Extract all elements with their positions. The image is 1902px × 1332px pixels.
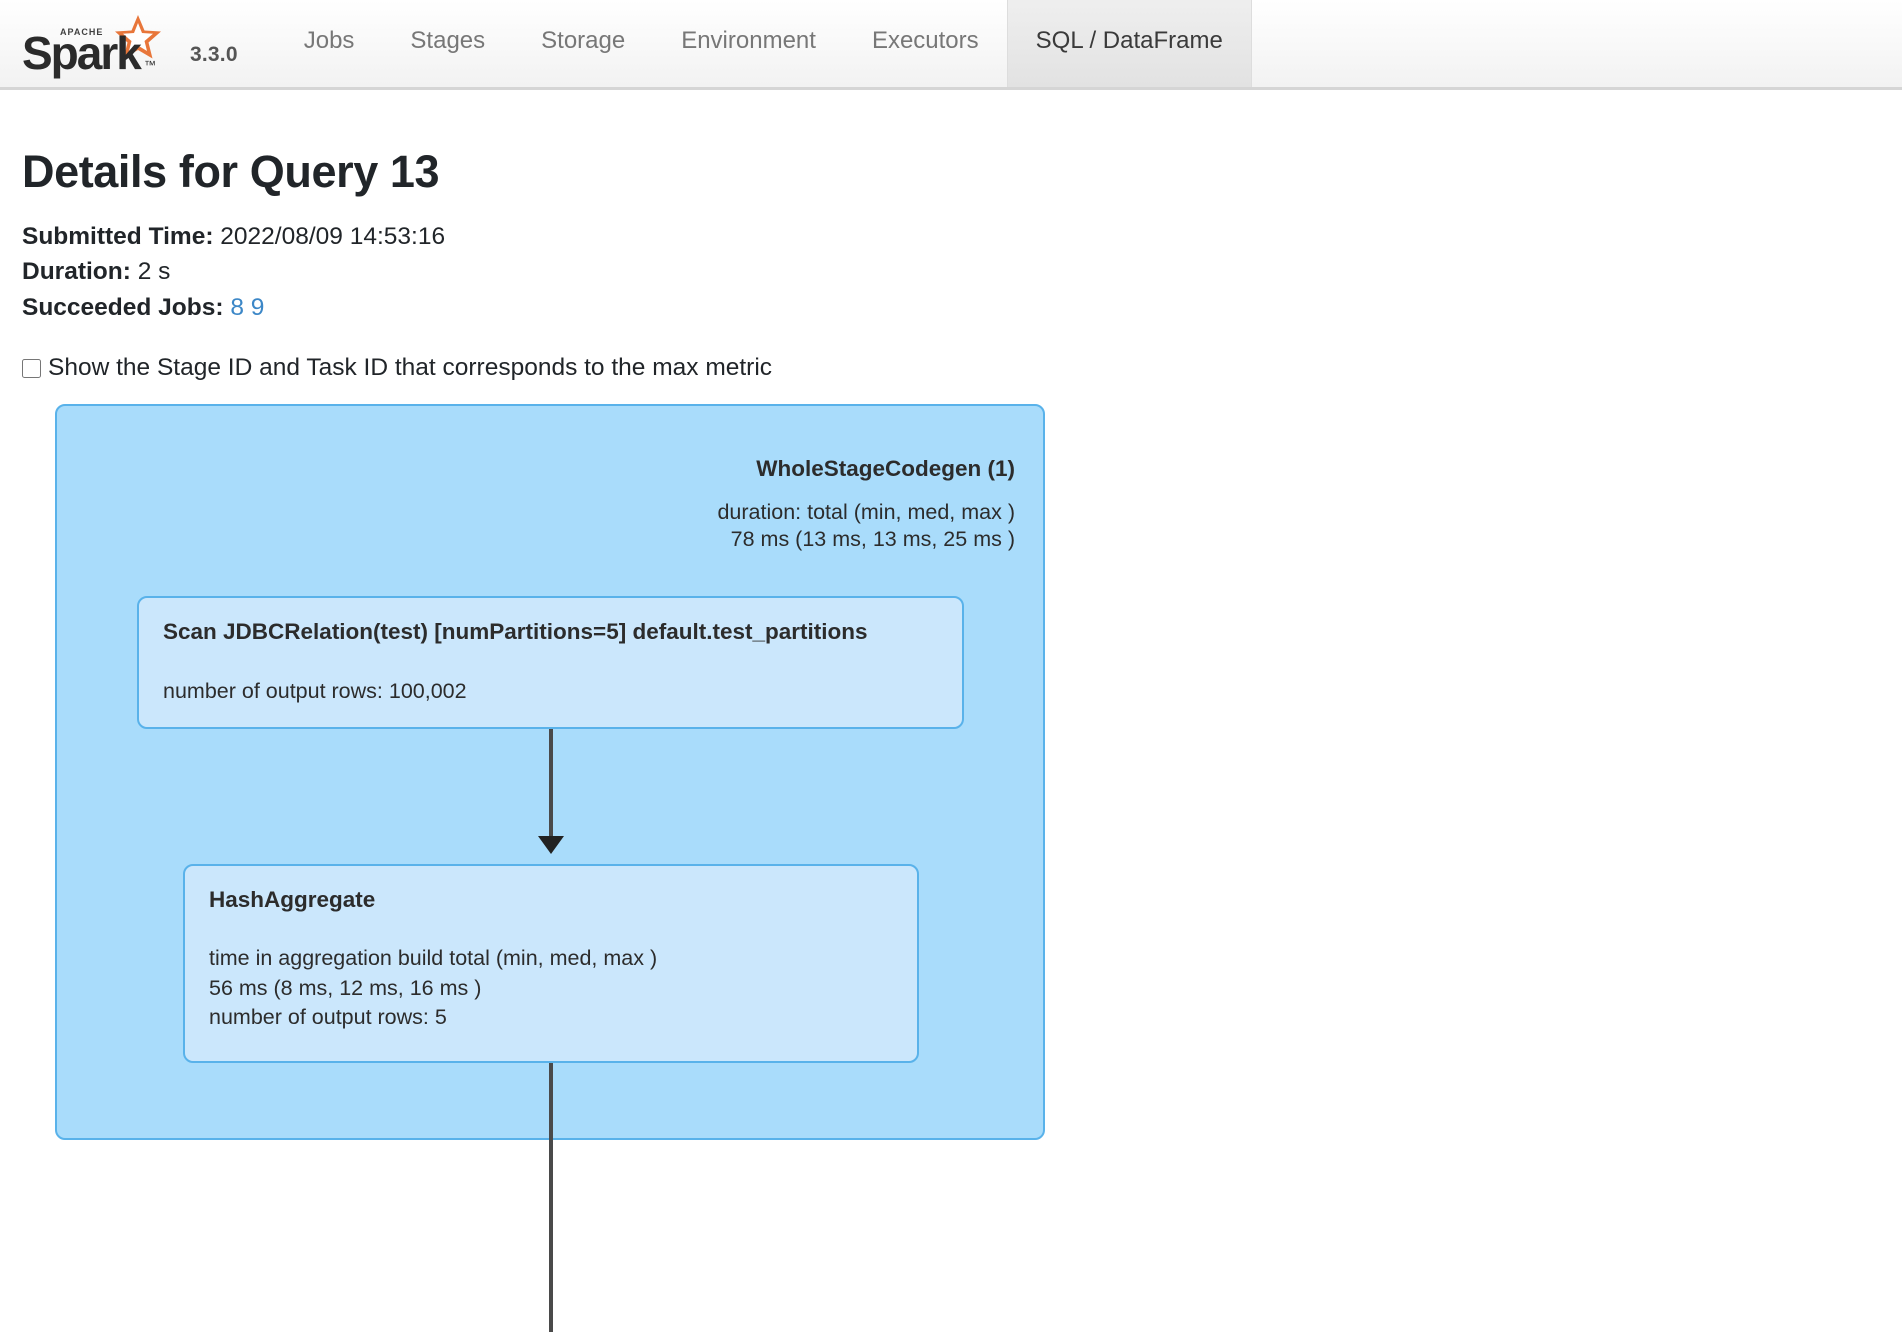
duration-label: Duration: [22,258,131,286]
job-link-8[interactable]: 8 [230,293,244,321]
tab-storage[interactable]: Storage [541,27,626,54]
page-title: Details for Query 13 [22,146,440,197]
plan-node-metric-line: number of output rows: 5 [209,1005,447,1030]
tab-jobs[interactable]: Jobs [303,27,355,54]
plan-node-title: Scan JDBCRelation(test) [numPartitions=5… [163,619,868,645]
brand-area[interactable]: APACHE Spark ™ 3.3.0 [0,0,238,87]
duration-row: Duration: 2 s [22,254,1902,290]
svg-text:APACHE: APACHE [60,27,103,37]
tab-executors[interactable]: Executors [871,27,979,54]
plan-node-scan-jdbcrelation[interactable]: Scan JDBCRelation(test) [numPartitions=5… [137,596,964,730]
job-link-9[interactable]: 9 [250,293,265,321]
plan-node-metrics: time in aggregation build total (min, me… [209,944,893,1032]
svg-text:Spark: Spark [22,27,142,79]
submitted-time-value: 2022/08/09 14:53:16 [220,222,446,250]
top-navbar: APACHE Spark ™ 3.3.0 Jobs Stages Storage… [0,0,1902,90]
plan-node-hashaggregate[interactable]: HashAggregate time in aggregation build … [183,864,919,1064]
wholestagecodegen-metrics: duration: total (min, med, max ) 78 ms (… [717,499,1015,554]
sql-plan-graph: WholeStageCodegen (1) duration: total (m… [0,404,1902,1332]
page-content: Details for Query 13 Submitted Time: 202… [0,90,1902,1332]
apache-spark-logo[interactable]: APACHE Spark ™ [20,13,180,79]
wholestagecodegen-metric-value: 78 ms (13 ms, 13 ms, 25 ms ) [730,527,1015,552]
svg-text:™: ™ [144,58,156,72]
plan-node-title: HashAggregate [209,887,376,913]
plan-node-metric-line: 56 ms (8 ms, 12 ms, 16 ms ) [209,975,482,1000]
tab-environment[interactable]: Environment [681,27,816,54]
tab-sql-dataframe[interactable]: SQL / DataFrame [1006,0,1252,87]
query-metadata: Submitted Time: 2022/08/09 14:53:16 Dura… [0,197,1902,326]
plan-node-metrics: number of output rows: 100,002 [163,677,938,706]
submitted-time-row: Submitted Time: 2022/08/09 14:53:16 [22,219,1902,255]
edge-hashaggregate-to-next [549,1063,553,1332]
nav-tab-list: Jobs Stages Storage Environment Executor… [276,0,1252,87]
show-stage-task-id-checkbox[interactable] [22,358,41,378]
edge-scan-to-hashaggregate [549,729,553,843]
wholestagecodegen-metric-header: duration: total (min, med, max ) [717,500,1015,525]
show-stage-task-id-row: Show the Stage ID and Task ID that corre… [0,325,1902,382]
arrowhead-icon [538,836,564,855]
submitted-time-label: Submitted Time: [22,222,214,250]
plan-node-metric-line: time in aggregation build total (min, me… [209,946,658,971]
plan-node-metric-line: number of output rows: 100,002 [163,679,467,704]
spark-version-label: 3.3.0 [190,43,238,66]
wholestagecodegen-title: WholeStageCodegen (1) [756,456,1015,482]
succeeded-jobs-label: Succeeded Jobs: [22,293,224,321]
duration-value: 2 s [137,258,171,286]
succeeded-jobs-row: Succeeded Jobs: 8 9 [22,290,1902,326]
show-stage-task-id-label[interactable]: Show the Stage ID and Task ID that corre… [48,354,773,382]
tab-stages[interactable]: Stages [410,27,486,54]
